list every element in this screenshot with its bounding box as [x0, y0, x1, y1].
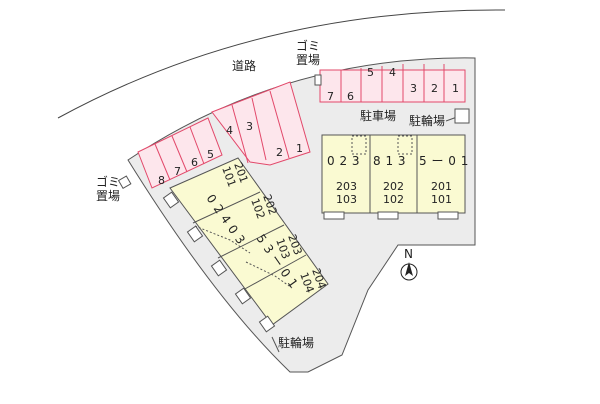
bicycle-parking-label: 駐輪場 [409, 113, 445, 128]
building-left: 0 2 4 0 3 5 3 ー 0 1 201 101 202 102 203 … [162, 157, 329, 333]
building-right: 0 2 3 8 1 3 5 ー 0 1 203 103 202 102 201 … [321, 134, 469, 220]
parking-slot: 3 [246, 120, 253, 133]
parking-slot: 5 [207, 148, 214, 161]
parking-slot: 5 [367, 66, 374, 79]
building-code: 5 ー 0 1 [419, 154, 469, 168]
bicycle-parking-marker [454, 108, 470, 124]
garbage-area-label: 置場 [296, 53, 320, 67]
parking-slot: 6 [191, 156, 198, 169]
parking-slot: 8 [158, 174, 165, 187]
parking-slot: 7 [327, 90, 334, 103]
unit-number: 103 [336, 193, 357, 206]
parking-slot: 1 [452, 82, 459, 95]
bicycle-parking-leader [271, 336, 280, 353]
parking-row-middle: 4 3 2 1 [211, 81, 311, 166]
garbage-area-label: ゴミ [296, 38, 320, 53]
road-label: 道路 [232, 58, 256, 73]
parking-slot: 4 [389, 66, 396, 79]
garbage-area-label: ゴミ [96, 174, 120, 189]
parking-slot: 1 [296, 142, 303, 155]
bicycle-parking-label: 駐輪場 [278, 335, 314, 350]
garbage-area-marker [314, 74, 322, 86]
lot-area [127, 57, 476, 373]
parking-slot: 2 [276, 146, 283, 159]
parking-slot: 4 [226, 124, 233, 137]
garbage-area-label: 置場 [96, 189, 120, 203]
unit-number: 203 [336, 180, 357, 193]
unit-number: 102 [383, 193, 404, 206]
north-label: N [404, 247, 413, 261]
building-code: 0 2 3 [327, 154, 360, 168]
north-arrow-icon: N [400, 247, 418, 281]
parking-label: 駐車場 [360, 108, 396, 123]
unit-number: 101 [431, 193, 452, 206]
parking-row-left: 8 7 6 5 [137, 117, 223, 189]
building-code: 8 1 3 [373, 154, 406, 168]
road-edge [57, 9, 506, 119]
parking-slot: 7 [174, 165, 181, 178]
parking-slot: 2 [431, 82, 438, 95]
parking-slot: 3 [410, 82, 417, 95]
parking-row-right: 7 6 5 4 3 2 1 [319, 64, 466, 103]
garbage-area-marker [117, 175, 132, 190]
unit-number: 201 [431, 180, 452, 193]
unit-number: 202 [383, 180, 404, 193]
parking-slot: 6 [347, 90, 354, 103]
